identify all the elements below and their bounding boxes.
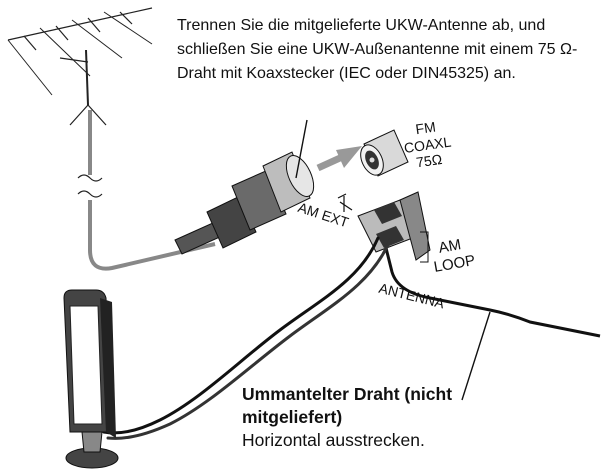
callout-line bbox=[295, 119, 308, 179]
coaxl-label: COAXL bbox=[403, 133, 452, 155]
fm-coax-label: FM COAXL 75Ω bbox=[403, 119, 452, 171]
ground-icon bbox=[337, 193, 353, 212]
fm-coax-connector bbox=[360, 129, 409, 177]
am-loop-antenna bbox=[63, 289, 119, 469]
caption-normal-line: Horizontal ausstrecken. bbox=[242, 430, 425, 450]
am-external-wire bbox=[384, 247, 601, 401]
antenna-label: ANTENNA bbox=[377, 280, 446, 312]
loop-label: LOOP bbox=[433, 252, 477, 276]
instruction-text: Trennen Sie die mitgelieferte UKW-Antenn… bbox=[177, 17, 578, 82]
fm-downlead-cable bbox=[77, 110, 216, 271]
fm-label: FM bbox=[414, 119, 436, 138]
caption-bold-line1: Ummantelter Draht (nicht bbox=[242, 384, 453, 404]
wire-caption: Ummantelter Draht (nicht mitgeliefert) H… bbox=[242, 383, 602, 452]
caption-bold-line2: mitgeliefert) bbox=[242, 407, 343, 427]
am-label: AM bbox=[437, 236, 462, 257]
outdoor-fm-antenna bbox=[7, 7, 153, 126]
impedance-label: 75Ω bbox=[415, 151, 443, 170]
coax-plug bbox=[174, 151, 315, 255]
am-terminal-block bbox=[357, 191, 431, 263]
connect-arrow-icon bbox=[316, 146, 362, 172]
am-loop-label: AM LOOP bbox=[433, 236, 477, 276]
